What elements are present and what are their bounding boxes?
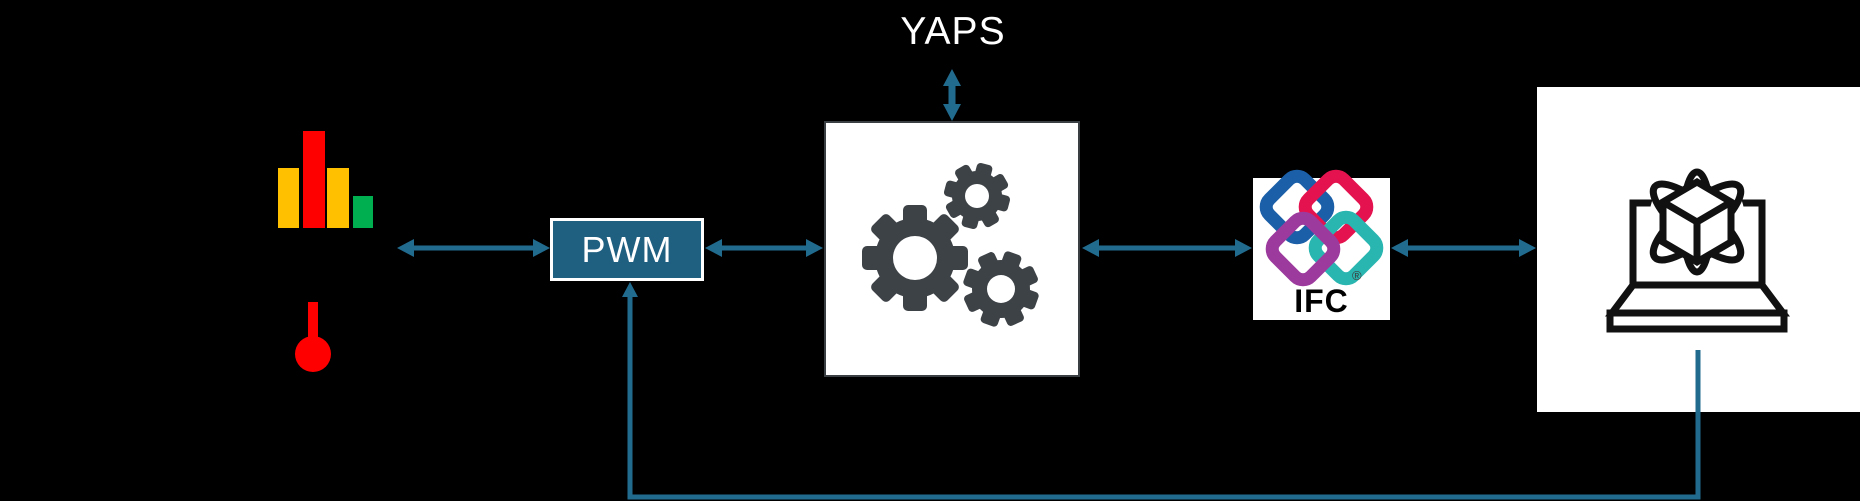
arrow-feedback-viewer-pwm: [622, 282, 1701, 500]
ifc-label: IFC: [1294, 283, 1349, 319]
yaps-label: YAPS: [900, 10, 1006, 53]
arrow-sensors-pwm: [397, 239, 550, 257]
arrow-yaps-gears: [943, 69, 961, 121]
cube-icon: [1659, 177, 1735, 267]
ifc-registered-mark: ®: [1352, 268, 1362, 283]
thermometer-icon: [295, 302, 331, 372]
arrow-ifc-viewer: [1391, 239, 1536, 257]
arrow-gears-ifc: [1082, 239, 1252, 257]
gear-medium: [963, 251, 1039, 327]
arrow-pwm-gears: [705, 239, 823, 257]
arrows: [397, 69, 1701, 500]
laptop-deck: [1605, 281, 1790, 317]
ifc-logo: [1259, 169, 1384, 287]
gears-icon: [862, 162, 1039, 327]
bar-chart-icon: [278, 131, 373, 228]
pwm-label: PWM: [581, 228, 673, 270]
gear-small: [943, 162, 1011, 230]
laptop-3d-icon: [1605, 166, 1790, 333]
laptop-base: [1606, 309, 1788, 333]
pwm-box: PWM: [550, 218, 704, 281]
ifc-diamond-purple: [1265, 211, 1341, 287]
gear-large: [862, 205, 968, 311]
